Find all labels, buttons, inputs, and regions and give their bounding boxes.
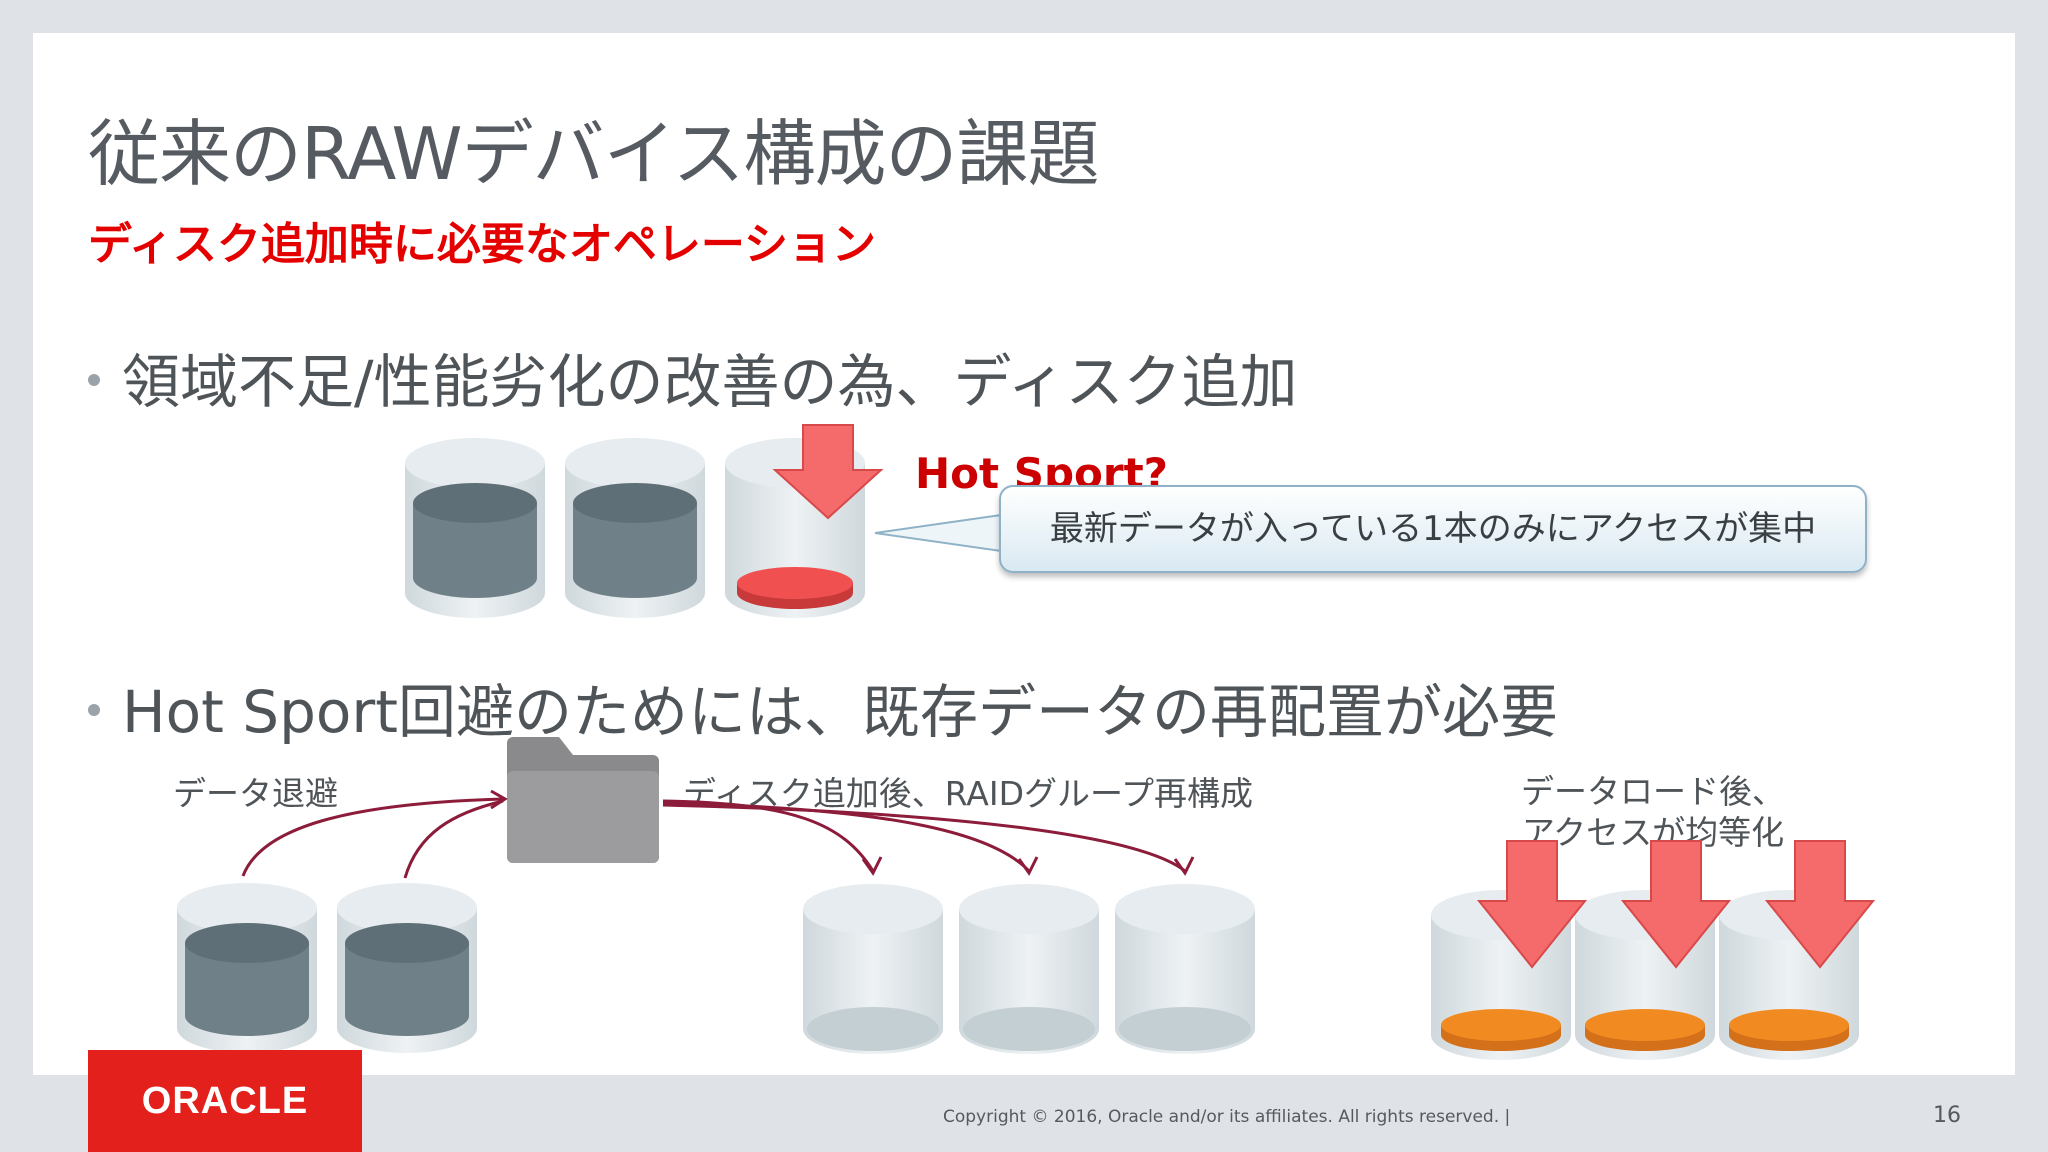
bullet-dot: [88, 373, 100, 386]
bullet-1-text: 領域不足/性能劣化の改善の為、ディスク追加: [122, 348, 1298, 416]
database-cylinder-icon: [803, 884, 943, 1054]
caption-evacuate: データ退避: [173, 774, 338, 813]
flow-arrows: [241, 789, 1195, 879]
database-cylinder-icon: [959, 884, 1099, 1054]
page-number: 16: [1933, 1103, 1961, 1128]
down-arrow-icon: [1764, 840, 1876, 969]
slide-title: 従来のRAWデバイス構成の課題: [88, 112, 1099, 196]
bullet-dot: [88, 703, 100, 716]
bullet-2: Hot Sport回避のためには、既存データの再配置が必要: [88, 683, 1558, 741]
database-cylinder-icon: [405, 438, 545, 618]
oracle-logo-text: ORACLE: [141, 1080, 309, 1122]
callout-box: 最新データが入っている1本のみにアクセスが集中: [999, 485, 1867, 573]
database-cylinder-icon: [565, 438, 705, 618]
caption-balanced-line1: データロード後、: [1521, 772, 1785, 811]
down-arrow-icon: [1476, 840, 1588, 969]
folder-icon: [507, 737, 659, 863]
bullet-1: 領域不足/性能劣化の改善の為、ディスク追加: [88, 353, 1297, 411]
database-cylinder-icon: [337, 883, 477, 1053]
bullet-2-text: Hot Sport回避のためには、既存データの再配置が必要: [122, 678, 1558, 746]
database-cylinder-icon: [177, 883, 317, 1053]
oracle-logo: ORACLE: [88, 1050, 362, 1152]
database-cylinder-icon: [1115, 884, 1255, 1054]
slide-subtitle: ディスク追加時に必要なオペレーション: [88, 219, 877, 270]
slide: 従来のRAWデバイス構成の課題 ディスク追加時に必要なオペレーション 領域不足/…: [33, 33, 2015, 1128]
down-arrow-icon: [772, 424, 884, 520]
footer-copyright: Copyright © 2016, Oracle and/or its affi…: [943, 1107, 1511, 1127]
down-arrow-icon: [1620, 840, 1732, 969]
